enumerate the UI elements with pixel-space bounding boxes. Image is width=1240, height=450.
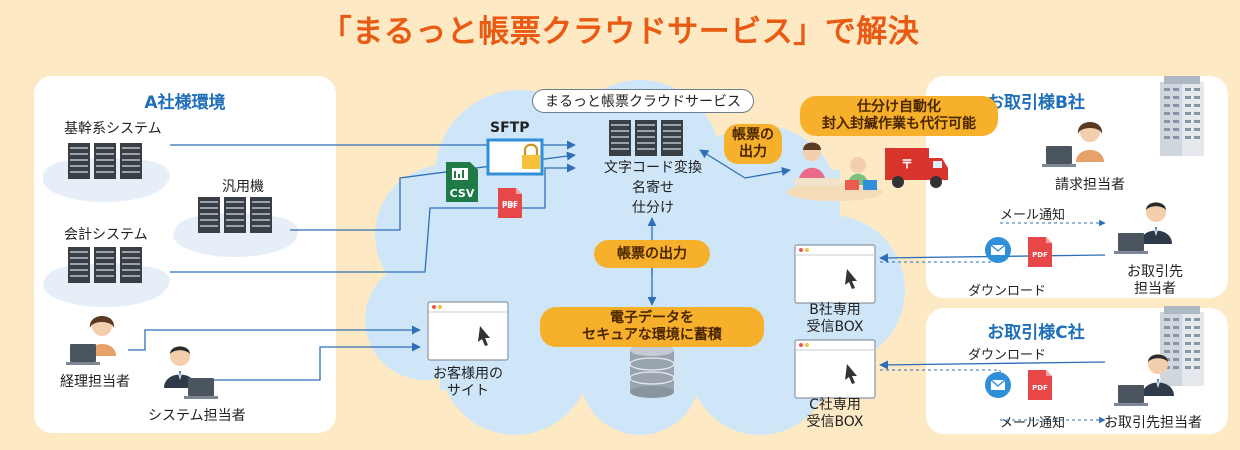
- box-c-line1: C社専用: [809, 397, 861, 413]
- line-cloud-to-print: [699, 149, 791, 179]
- box-c-line2: 受信BOX: [806, 414, 864, 430]
- customer-site-line2: サイト: [447, 383, 489, 399]
- b-mail-icon: [984, 236, 1012, 264]
- company-a-title: A社様環境: [144, 93, 226, 113]
- box-b-label: B社専用 受信BOX: [785, 302, 885, 336]
- c-partner-label: お取引先担当者: [1104, 415, 1202, 431]
- c-download-label: ダウンロード: [968, 348, 1047, 363]
- accounting-staff-label: 経理担当者: [60, 374, 130, 390]
- company-b-title: お取引様B社: [987, 93, 1085, 113]
- billing-staff-person-icon: [1042, 122, 1104, 167]
- storage-pill: 電子データを セキュアな環境に蓄積: [540, 307, 764, 347]
- cloud-service-name: まるっと帳票クラウドサービス: [532, 89, 754, 113]
- print-output-pill: 帳票の 出力: [724, 124, 782, 164]
- csv-file-icon: [446, 162, 478, 202]
- b-mail-notice-label: メール通知: [1000, 208, 1066, 223]
- c-mail-icon: [984, 371, 1012, 399]
- core-system-server-icon: [68, 143, 142, 179]
- customer-site-line1: お客様用の: [433, 366, 503, 382]
- core-system-label: 基幹系システム: [64, 121, 162, 137]
- sftp-monitor-icon: [486, 138, 544, 176]
- company-b-building-icon: [1160, 76, 1204, 156]
- box-b-line2: 受信BOX: [806, 319, 864, 335]
- print-workers-icon: [787, 142, 883, 201]
- csv-label: CSV: [449, 187, 475, 200]
- b-partner-line2: 担当者: [1134, 281, 1176, 297]
- mainframe-label: 汎用機: [222, 179, 264, 195]
- sftp-label: SFTP: [490, 120, 530, 136]
- process-sort: 仕分け: [632, 200, 674, 216]
- print-output-line2: 出力: [739, 144, 767, 160]
- print-output-line1: 帳票の: [732, 127, 774, 143]
- svg-text:〒: 〒: [901, 157, 913, 171]
- company-c-title: お取引様C社: [987, 323, 1085, 343]
- storage-line1: 電子データを: [610, 310, 694, 326]
- line-c-mail-start: [880, 369, 1001, 395]
- database-icon: [629, 344, 675, 398]
- process-nameyose: 名寄せ: [632, 180, 674, 196]
- auto-sort-line1: 仕分け自動化: [857, 99, 941, 115]
- b-pdf-icon: [1028, 237, 1052, 267]
- customer-site-browser-icon: [427, 301, 509, 361]
- system-staff-label: システム担当者: [148, 408, 246, 424]
- accounting-server-icon: [68, 247, 142, 283]
- b-partner-line1: お取引先: [1127, 264, 1183, 280]
- system-staff-person-icon: [164, 346, 218, 399]
- output-pill: 帳票の出力: [594, 240, 710, 268]
- pdf-label: PDF: [502, 200, 518, 208]
- box-c-browser-icon: [794, 339, 876, 399]
- customer-site-label: お客様用の サイト: [418, 366, 518, 400]
- box-b-line1: B社専用: [809, 302, 861, 318]
- storage-line2: セキュアな環境に蓄積: [582, 327, 722, 343]
- delivery-truck-icon: 〒: [885, 148, 948, 188]
- box-b-browser-icon: [794, 244, 876, 304]
- b-partner-person-icon: [1114, 202, 1172, 254]
- line-accounting-staff-to-site: [128, 325, 421, 351]
- line-c-download: [879, 360, 1106, 370]
- accounting-staff-person-icon: [66, 316, 116, 365]
- page-title: 「まるっと帳票クラウドサービス」で解決: [320, 14, 920, 50]
- cloud-server-icon: [609, 120, 683, 156]
- mainframe-server-icon: [198, 197, 272, 233]
- billing-staff-label: 請求担当者: [1055, 177, 1125, 193]
- b-download-label: ダウンロード: [968, 284, 1047, 299]
- box-c-label: C社専用 受信BOX: [785, 397, 885, 431]
- process-charcode: 文字コード変換: [604, 160, 702, 176]
- line-accounting-to-cloud: [170, 163, 576, 273]
- accounting-system-label: 会計システム: [64, 227, 148, 243]
- auto-sort-pill: 仕分け自動化 封入封緘作業も代行可能: [800, 96, 998, 136]
- auto-sort-line2: 封入封緘作業も代行可能: [822, 116, 976, 132]
- c-pdf-icon: [1028, 370, 1052, 400]
- company-c-building-icon: [1160, 306, 1204, 386]
- c-mail-notice-label: メール通知: [1000, 416, 1066, 431]
- line-system-staff-to-site: [213, 342, 421, 381]
- b-partner-label: お取引先 担当者: [1110, 264, 1200, 298]
